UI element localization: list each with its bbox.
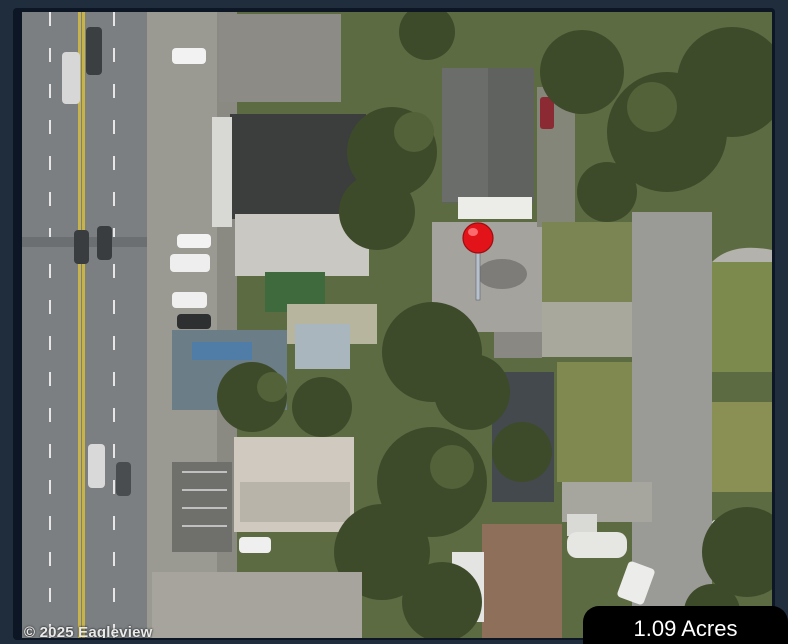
parcel-area-badge: 1.09 Acres	[583, 606, 788, 644]
map-pin-icon[interactable]	[460, 220, 500, 306]
map-copyright: © 2025 Eagleview	[24, 624, 153, 638]
aerial-map[interactable]: © 2025 Eagleview	[22, 12, 772, 638]
aerial-imagery	[22, 12, 772, 638]
parcel-area-label: 1.09 Acres	[633, 616, 738, 641]
